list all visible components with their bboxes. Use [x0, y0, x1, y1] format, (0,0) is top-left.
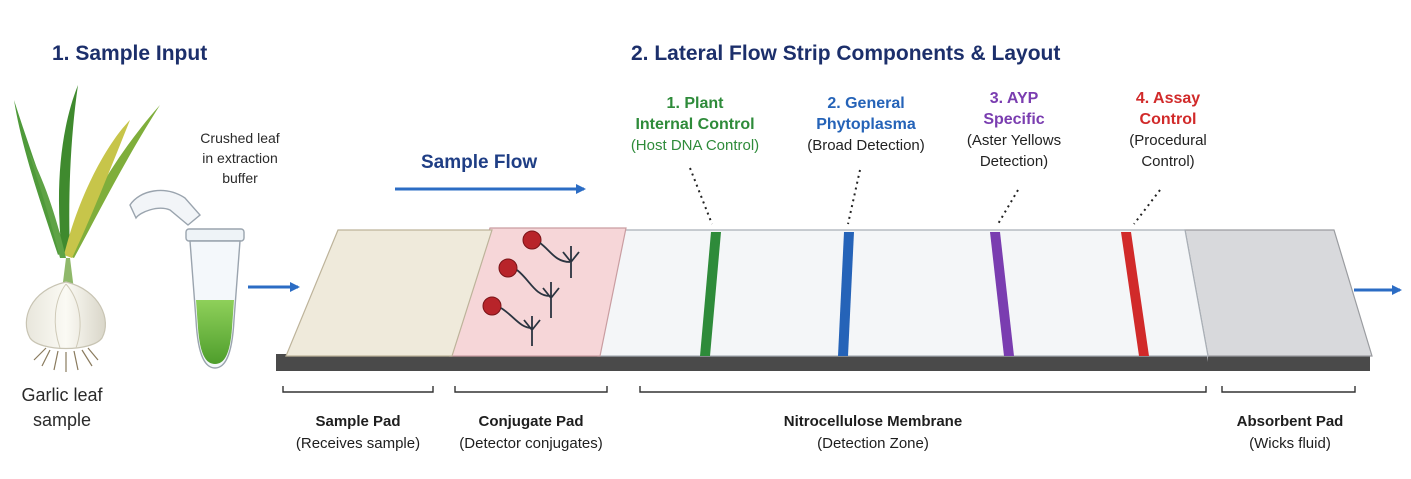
assay-control-line — [1121, 232, 1149, 356]
gold-nanoparticle-icon — [482, 230, 542, 316]
assay-control-subtitle-line: (Procedural — [1129, 132, 1207, 149]
ayp-specific-title-line: 3. AYP — [989, 90, 1039, 107]
sample-pad — [285, 229, 493, 357]
antibody-icon — [500, 242, 580, 346]
tube-label-line-2: in extraction — [202, 150, 278, 166]
conjugate-pad-desc: (Detector conjugates) — [459, 435, 603, 452]
tube-label-line-3: buffer — [222, 170, 258, 186]
membrane-bracket — [639, 386, 1207, 393]
plant-control-subtitle-line: (Host DNA Control) — [630, 137, 760, 154]
sample-pad-desc: (Receives sample) — [295, 435, 421, 452]
garlic-label-line-2: sample — [32, 410, 92, 430]
ayp-specific-subtitle-line: Detection) — [979, 153, 1049, 170]
garlic-plant-icon — [14, 85, 160, 372]
absorbent-pad — [1184, 229, 1373, 362]
conjugate-pad-bracket — [454, 386, 608, 393]
garlic-label-line-1: Garlic leaf — [21, 385, 103, 405]
garlic-sample-label: Garlic leaf sample — [21, 383, 102, 433]
absorbent-pad-name: Absorbent Pad — [1236, 413, 1344, 430]
sample-pad-label: Sample Pad (Receives sample) — [296, 411, 420, 455]
tube-label-line-1: Crushed leaf — [200, 130, 280, 146]
ayp-specific-leader — [997, 189, 1019, 225]
membrane-desc: (Detection Zone) — [817, 435, 929, 452]
strip-backing — [276, 354, 1370, 371]
general-phytoplasma-title-line: 2. General — [827, 95, 905, 112]
test-lines-group — [689, 167, 1161, 356]
tube-label: Crushed leaf in extraction buffer — [200, 128, 279, 188]
sample-pad-bracket — [282, 386, 434, 393]
membrane-label: Nitrocellulose Membrane (Detection Zone) — [784, 411, 962, 455]
membrane-name: Nitrocellulose Membrane — [783, 413, 963, 430]
conjugate-pad-label: Conjugate Pad (Detector conjugates) — [459, 411, 602, 455]
sample-pad-name: Sample Pad — [315, 413, 401, 430]
ayp-specific-subtitle-line: (Aster Yellows — [966, 132, 1062, 149]
absorbent-pad-bracket — [1221, 386, 1356, 393]
detector-conjugates — [482, 230, 580, 346]
plant-control-leader — [689, 167, 713, 225]
absorbent-pad-label: Absorbent Pad (Wicks fluid) — [1237, 411, 1344, 455]
assay-control-leader — [1133, 189, 1161, 225]
absorbent-pad-desc: (Wicks fluid) — [1249, 435, 1331, 452]
conjugate-pad-name: Conjugate Pad — [478, 413, 584, 430]
assay-control-title-line: 4. Assay — [1135, 90, 1201, 107]
component-brackets — [282, 386, 1356, 393]
plant-control-line — [700, 232, 721, 356]
plant-control-title-line: 1. Plant — [666, 95, 724, 112]
general-phytoplasma-line — [838, 232, 854, 356]
strip-layout-title: 2. Lateral Flow Strip Components & Layou… — [631, 42, 1061, 65]
assay-control-title-line: Control — [1139, 111, 1197, 128]
plant-control-title-line: Internal Control — [635, 116, 755, 133]
ayp-specific-line — [990, 232, 1014, 356]
general-phytoplasma-leader — [847, 169, 861, 225]
sample-flow-label: Sample Flow — [421, 152, 538, 173]
general-phytoplasma-subtitle-line: (Broad Detection) — [807, 137, 925, 154]
general-phytoplasma-title-line: Phytoplasma — [816, 116, 916, 133]
sample-input-title: 1. Sample Input — [52, 42, 208, 65]
nitrocellulose-membrane — [597, 229, 1209, 357]
assay-control-subtitle-line: Control) — [1141, 153, 1195, 170]
microtube-icon — [129, 189, 245, 369]
ayp-specific-title-line: Specific — [983, 111, 1045, 128]
